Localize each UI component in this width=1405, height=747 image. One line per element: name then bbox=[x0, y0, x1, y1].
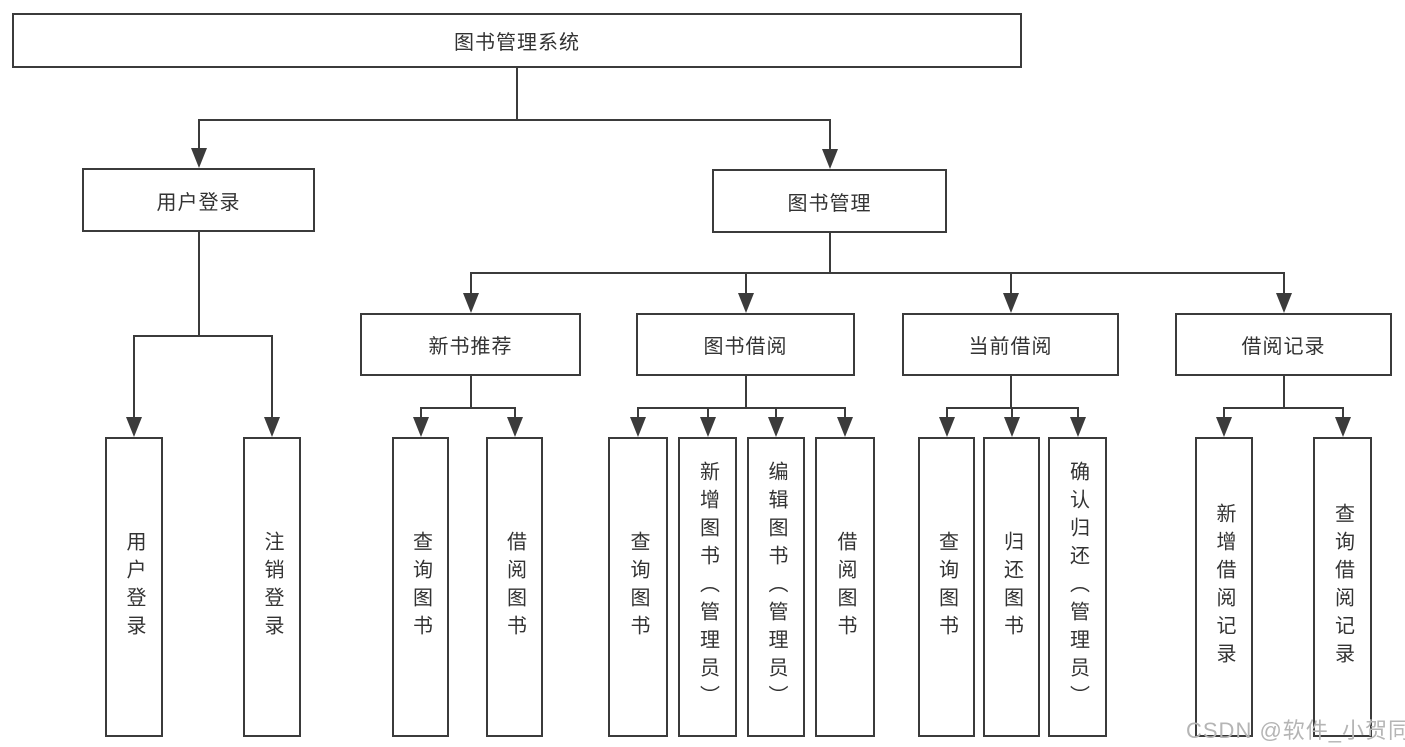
node-label: 借阅图书 bbox=[503, 531, 526, 643]
leaf-return-books: 归还图书 bbox=[983, 437, 1040, 737]
leaf-borrow-books-recommendation: 借阅图书 bbox=[486, 437, 543, 737]
connector-line bbox=[844, 407, 846, 418]
connector-line bbox=[419, 407, 422, 418]
node-label: 新增借阅记录 bbox=[1213, 503, 1235, 671]
arrow-down-icon bbox=[1334, 417, 1351, 437]
leaf-query-books-current: 查询图书 bbox=[918, 437, 975, 737]
leaf-query-borrow-record: 查询借阅记录 bbox=[1313, 437, 1372, 737]
connector-line bbox=[419, 407, 516, 409]
connector-line bbox=[637, 407, 846, 409]
node-label: 查询图书 bbox=[409, 531, 432, 643]
arrow-down-icon bbox=[699, 417, 716, 437]
node-label: 查询图书 bbox=[627, 531, 649, 643]
connector-line bbox=[1009, 376, 1012, 409]
leaf-query-books-recommendation: 查询图书 bbox=[392, 437, 449, 737]
arrow-down-icon bbox=[1002, 293, 1019, 313]
arrow-down-icon bbox=[1003, 417, 1020, 437]
arrow-down-icon bbox=[412, 417, 429, 437]
node-label: 用户登录 bbox=[156, 191, 241, 214]
connector-line bbox=[197, 119, 200, 149]
connector-line bbox=[828, 119, 831, 150]
connector-line bbox=[516, 68, 518, 121]
node-label: 图书管理系统 bbox=[454, 32, 580, 54]
connector-line bbox=[637, 407, 639, 418]
connector-line bbox=[513, 407, 516, 418]
leaf-edit-books-admin: 编辑图书（管理员） bbox=[747, 437, 805, 737]
node-label: 查询借阅记录 bbox=[1331, 503, 1354, 671]
leaf-add-books-admin: 新增图书（管理员） bbox=[678, 437, 737, 737]
connector-line bbox=[1282, 376, 1285, 409]
node-book-management: 图书管理 bbox=[712, 169, 947, 233]
connector-line bbox=[1341, 407, 1344, 418]
connector-line bbox=[197, 119, 831, 121]
node-label: 用户登录 bbox=[123, 531, 145, 643]
arrow-down-icon bbox=[264, 417, 280, 437]
node-library-management-system: 图书管理系统 bbox=[12, 13, 1022, 68]
node-label: 图书管理 bbox=[787, 192, 872, 215]
node-label: 编辑图书（管理员） bbox=[765, 461, 787, 713]
connector-line bbox=[744, 272, 747, 294]
connector-line bbox=[945, 407, 948, 418]
node-label: 图书借阅 bbox=[703, 336, 788, 358]
node-book-borrowing: 图书借阅 bbox=[636, 313, 855, 376]
arrow-down-icon bbox=[462, 293, 479, 313]
node-label: 确认归还（管理员） bbox=[1066, 461, 1089, 713]
leaf-borrow-books: 借阅图书 bbox=[815, 437, 875, 737]
node-label: 归还图书 bbox=[1000, 531, 1023, 643]
arrow-down-icon bbox=[506, 417, 523, 437]
connector-line bbox=[1282, 272, 1285, 294]
arrow-down-icon bbox=[737, 293, 754, 313]
connector-line bbox=[1010, 407, 1013, 418]
arrow-down-icon bbox=[190, 148, 207, 168]
node-current-borrowing: 当前借阅 bbox=[902, 313, 1119, 376]
leaf-user-login: 用户登录 bbox=[105, 437, 163, 737]
connector-line bbox=[744, 376, 747, 409]
arrow-down-icon bbox=[768, 417, 784, 437]
node-label: 注销登录 bbox=[261, 531, 283, 643]
connector-line bbox=[706, 407, 709, 418]
node-label: 当前借阅 bbox=[968, 336, 1053, 358]
arrow-down-icon bbox=[1069, 417, 1086, 437]
leaf-add-borrow-record: 新增借阅记录 bbox=[1195, 437, 1253, 737]
connector-line bbox=[469, 272, 472, 294]
node-borrowing-records: 借阅记录 bbox=[1175, 313, 1392, 376]
node-user-login: 用户登录 bbox=[82, 168, 315, 232]
arrow-down-icon bbox=[821, 149, 838, 169]
leaf-query-books-borrowing: 查询图书 bbox=[608, 437, 668, 737]
connector-line bbox=[775, 407, 777, 418]
node-new-book-recommendation: 新书推荐 bbox=[360, 313, 581, 376]
csdn-watermark: CSDN @软件_小贺同学 bbox=[1186, 718, 1405, 743]
leaf-logout: 注销登录 bbox=[243, 437, 301, 737]
connector-line bbox=[133, 335, 135, 418]
arrow-down-icon bbox=[630, 417, 646, 437]
connector-line bbox=[828, 233, 831, 274]
node-label: 新书推荐 bbox=[428, 336, 513, 358]
connector-line bbox=[469, 272, 1285, 274]
connector-line bbox=[1223, 407, 1344, 409]
node-label: 查询图书 bbox=[935, 531, 958, 643]
node-label: 借阅记录 bbox=[1241, 336, 1326, 358]
node-label: 借阅图书 bbox=[834, 531, 856, 643]
arrow-down-icon bbox=[1275, 293, 1292, 313]
leaf-confirm-return-admin: 确认归还（管理员） bbox=[1048, 437, 1107, 737]
connector-line bbox=[271, 335, 273, 418]
arrow-down-icon bbox=[938, 417, 955, 437]
connector-line bbox=[469, 376, 472, 409]
arrow-down-icon bbox=[837, 417, 853, 437]
arrow-down-icon bbox=[126, 417, 142, 437]
connector-line bbox=[1009, 272, 1012, 294]
connector-line bbox=[197, 232, 200, 337]
connector-line bbox=[1223, 407, 1225, 418]
node-label: 新增图书（管理员） bbox=[696, 461, 719, 713]
connector-line bbox=[1076, 407, 1079, 418]
arrow-down-icon bbox=[1216, 417, 1232, 437]
connector-line bbox=[133, 335, 273, 337]
